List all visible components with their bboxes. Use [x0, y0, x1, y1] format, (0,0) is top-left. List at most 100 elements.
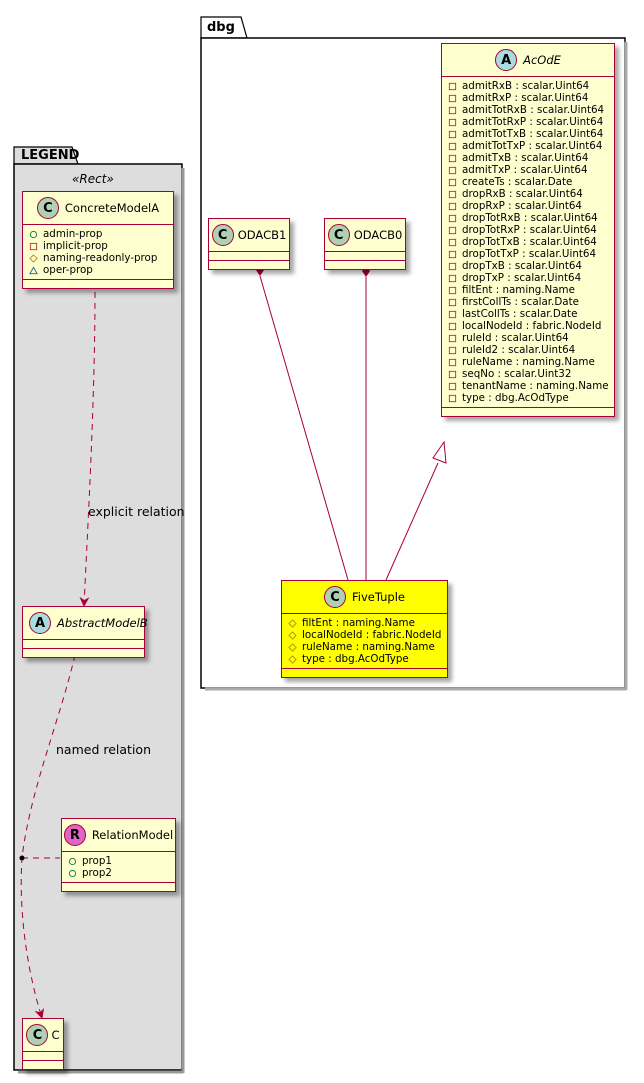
attribute-text: seqNo : scalar.Uint32: [462, 368, 572, 380]
private-square-icon: [448, 82, 457, 90]
protected-diamond-icon: [288, 642, 297, 652]
class-abstract-model-b[interactable]: A AbstractModelB: [22, 606, 148, 658]
generalization-line: [385, 462, 439, 581]
attribute: lastCollTs : scalar.Date: [448, 308, 608, 320]
method-list: [282, 669, 447, 677]
legend-stereotype: «Rect»: [72, 172, 114, 186]
attribute-text: admitTxB : scalar.Uint64: [462, 152, 589, 164]
class-name: AcOdE: [523, 53, 561, 67]
protected-diamond-icon: [288, 654, 297, 664]
private-square-icon: [448, 310, 457, 318]
private-square-icon: [448, 238, 457, 246]
attribute: dropTotRxB : scalar.Uint64: [448, 212, 608, 224]
attribute: admin-prop: [29, 228, 167, 240]
class-name: ODACB0: [353, 228, 403, 242]
attribute-text: prop2: [82, 867, 112, 879]
attribute-text: prop1: [82, 855, 112, 867]
private-square-icon: [448, 226, 457, 234]
class-badge-icon: C: [26, 1024, 49, 1046]
protected-diamond-icon: [29, 253, 38, 263]
attribute-text: dropTotTxB : scalar.Uint64: [462, 236, 597, 248]
private-square-icon: [29, 242, 38, 250]
private-square-icon: [448, 250, 457, 258]
class-c[interactable]: C C: [22, 1018, 64, 1070]
attribute-text: implicit-prop: [43, 240, 108, 252]
attribute: dropTotRxP : scalar.Uint64: [448, 224, 608, 236]
class-odacb0[interactable]: C ODACB0: [324, 218, 406, 270]
attribute-text: admitTxP : scalar.Uint64: [462, 164, 588, 176]
attribute: filtEnt : naming.Name: [448, 284, 608, 296]
private-square-icon: [448, 106, 457, 114]
class-header: C ODACB0: [325, 219, 405, 252]
method-list: [23, 280, 173, 288]
protected-diamond-icon: [288, 630, 297, 640]
attribute: ruleId2 : scalar.Uint64: [448, 344, 608, 356]
generalization-triangle: [432, 440, 447, 464]
private-square-icon: [448, 154, 457, 162]
attribute-text: admitRxB : scalar.Uint64: [462, 80, 590, 92]
private-square-icon: [448, 286, 457, 294]
method-list: [209, 261, 289, 269]
attribute: admitTotTxP : scalar.Uint64: [448, 140, 608, 152]
class-relation-model[interactable]: R RelationModel prop1 prop2: [61, 818, 176, 892]
attribute: prop1: [68, 855, 169, 867]
package-triangle-icon: [29, 265, 38, 274]
attribute-text: ruleName : naming.Name: [462, 356, 595, 368]
class-header: C C: [23, 1019, 63, 1052]
attribute: localNodeId : fabric.NodeId: [448, 320, 608, 332]
public-circle-icon: [68, 857, 77, 865]
attribute-text: dropRxB : scalar.Uint64: [462, 188, 583, 200]
protected-diamond-icon: [288, 618, 297, 628]
method-list: [325, 261, 405, 269]
relation-badge-icon: R: [63, 824, 86, 846]
method-list: [62, 883, 175, 891]
method-list: [442, 408, 614, 416]
attribute: dropTotTxP : scalar.Uint64: [448, 248, 608, 260]
dbg-package-label: dbg: [207, 20, 235, 35]
private-square-icon: [448, 142, 457, 150]
explicit-relation-label: explicit relation: [88, 504, 185, 519]
attribute: ruleName : naming.Name: [288, 641, 441, 653]
class-header: C ConcreteModelA: [23, 192, 173, 225]
private-square-icon: [448, 262, 457, 270]
attribute-text: localNodeId : fabric.NodeId: [302, 629, 442, 641]
class-header: C FiveTuple: [282, 581, 447, 614]
attribute-text: dropTxB : scalar.Uint64: [462, 260, 582, 272]
class-odacb1[interactable]: C ODACB1: [208, 218, 290, 270]
attribute: prop2: [68, 867, 169, 879]
private-square-icon: [448, 94, 457, 102]
relation-junction-dot: [19, 855, 25, 861]
class-concrete-model-a[interactable]: C ConcreteModelA admin-prop implicit-pro…: [22, 191, 174, 289]
attribute-text: dropTxP : scalar.Uint64: [462, 272, 582, 284]
attribute-text: createTs : scalar.Date: [462, 176, 573, 188]
private-square-icon: [448, 202, 457, 210]
attribute-text: admitTotTxB : scalar.Uint64: [462, 128, 604, 140]
class-header: R RelationModel: [62, 819, 175, 852]
private-square-icon: [448, 346, 457, 354]
private-square-icon: [448, 274, 457, 282]
private-square-icon: [448, 166, 457, 174]
attribute-text: ruleId2 : scalar.Uint64: [462, 344, 576, 356]
private-square-icon: [448, 334, 457, 342]
attribute-list: [23, 640, 144, 649]
legend-package-label: LEGEND: [21, 148, 80, 163]
attribute-list: [209, 252, 289, 261]
attribute: implicit-prop: [29, 240, 167, 252]
attribute-text: admitTotTxP : scalar.Uint64: [462, 140, 603, 152]
attribute-text: admitRxP : scalar.Uint64: [462, 92, 589, 104]
attribute: dropRxP : scalar.Uint64: [448, 200, 608, 212]
class-name: C: [51, 1028, 60, 1042]
private-square-icon: [448, 178, 457, 186]
public-circle-icon: [29, 230, 38, 238]
attribute-text: filtEnt : naming.Name: [302, 617, 415, 629]
attribute: admitTxB : scalar.Uint64: [448, 152, 608, 164]
private-square-icon: [448, 322, 457, 330]
attribute-text: admitTotRxB : scalar.Uint64: [462, 104, 605, 116]
attribute-list: [325, 252, 405, 261]
attribute: admitRxB : scalar.Uint64: [448, 80, 608, 92]
private-square-icon: [448, 394, 457, 402]
